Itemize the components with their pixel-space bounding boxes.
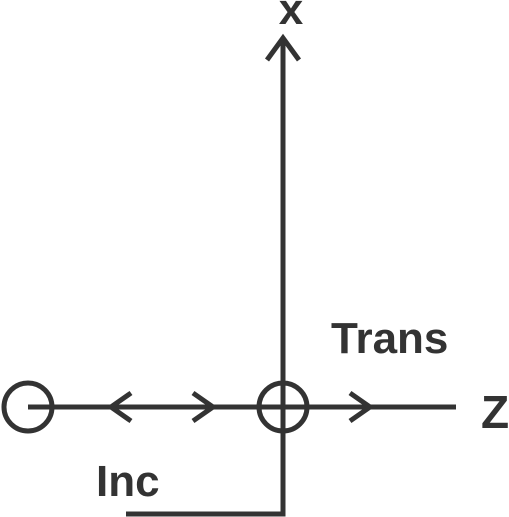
incident-label: Inc: [96, 457, 160, 506]
source-circle: [1, 380, 55, 434]
transmitted-arrowhead: [348, 390, 375, 424]
x-axis-label: x: [279, 0, 304, 34]
x-axis-arrowhead: [264, 33, 302, 62]
incident-left-arrowhead: [106, 390, 133, 424]
origin-circle: [256, 380, 310, 434]
z-axis-label: Z: [481, 386, 509, 438]
incident-right-arrowhead: [191, 390, 218, 424]
transmitted-label: Trans: [331, 314, 448, 363]
